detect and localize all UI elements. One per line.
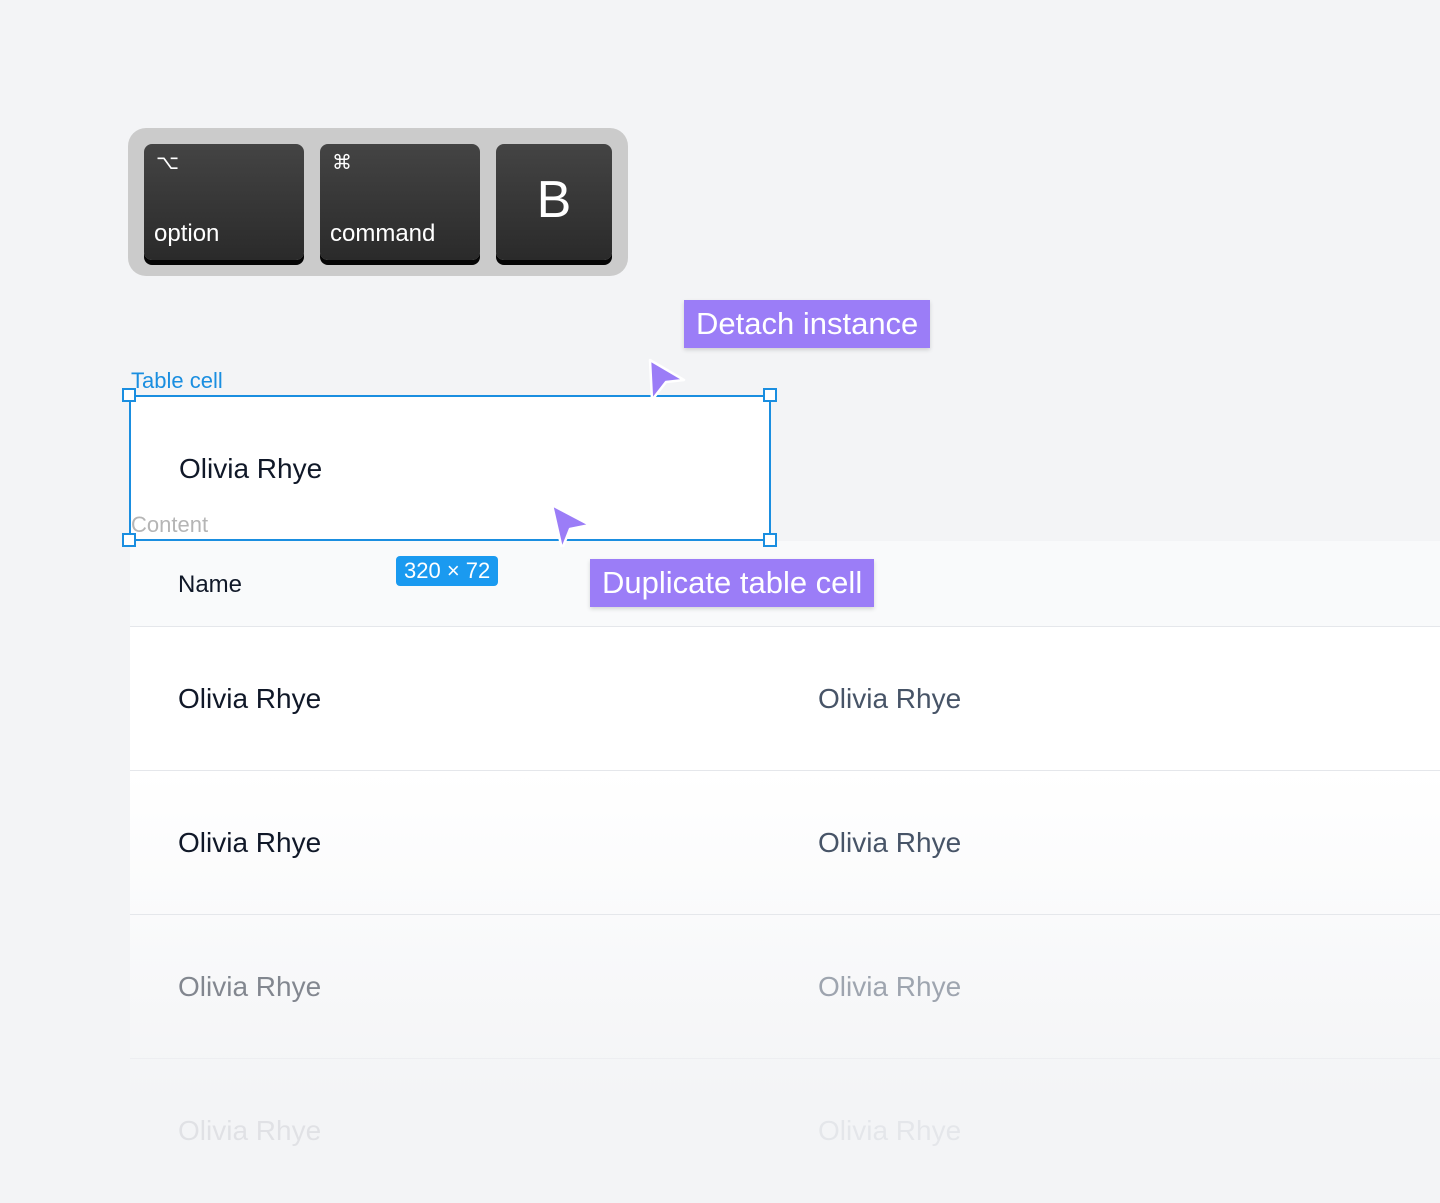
cell-text: Olivia Rhye — [179, 453, 323, 484]
option-key: ⌥ option — [144, 144, 304, 260]
resize-handle[interactable] — [122, 388, 136, 402]
resize-handle[interactable] — [763, 388, 777, 402]
resize-handle[interactable] — [122, 533, 136, 547]
cell: Olivia Rhye — [818, 1115, 962, 1146]
table-row[interactable]: Olivia Rhye Olivia Rhye — [130, 771, 1440, 915]
command-key: ⌘ command — [320, 144, 480, 260]
cell: Olivia Rhye — [818, 827, 962, 858]
cell: Olivia Rhye — [818, 971, 962, 1002]
column-header-name: Name — [178, 571, 243, 598]
size-badge: 320 × 72 — [396, 556, 499, 586]
command-icon: ⌘ — [332, 152, 352, 174]
key-label: command — [330, 220, 436, 247]
key-label: B — [536, 171, 572, 229]
key-label: option — [154, 220, 220, 247]
layer-name-label: Table cell — [131, 368, 223, 393]
duplicate-table-cell-label: Duplicate table cell — [590, 559, 875, 607]
detach-instance-label: Detach instance — [684, 300, 931, 348]
content-label: Content — [131, 512, 209, 537]
resize-handle[interactable] — [763, 533, 777, 547]
cell: Olivia Rhye — [818, 683, 962, 714]
cell: Olivia Rhye — [178, 683, 322, 714]
keyboard-shortcut: ⌥ option ⌘ command B — [128, 128, 628, 276]
selected-table-cell[interactable]: Olivia Rhye — [129, 395, 771, 541]
cell: Olivia Rhye — [178, 971, 322, 1002]
b-key: B — [496, 144, 612, 260]
table-row[interactable]: Olivia Rhye Olivia Rhye — [130, 1059, 1440, 1203]
table-row[interactable]: Olivia Rhye Olivia Rhye — [130, 915, 1440, 1059]
cell: Olivia Rhye — [178, 827, 322, 858]
cursor-icon — [648, 358, 686, 402]
cell: Olivia Rhye — [178, 1115, 322, 1146]
option-icon: ⌥ — [156, 152, 180, 174]
table-row[interactable]: Olivia Rhye Olivia Rhye — [130, 627, 1440, 771]
cursor-icon — [550, 503, 592, 547]
